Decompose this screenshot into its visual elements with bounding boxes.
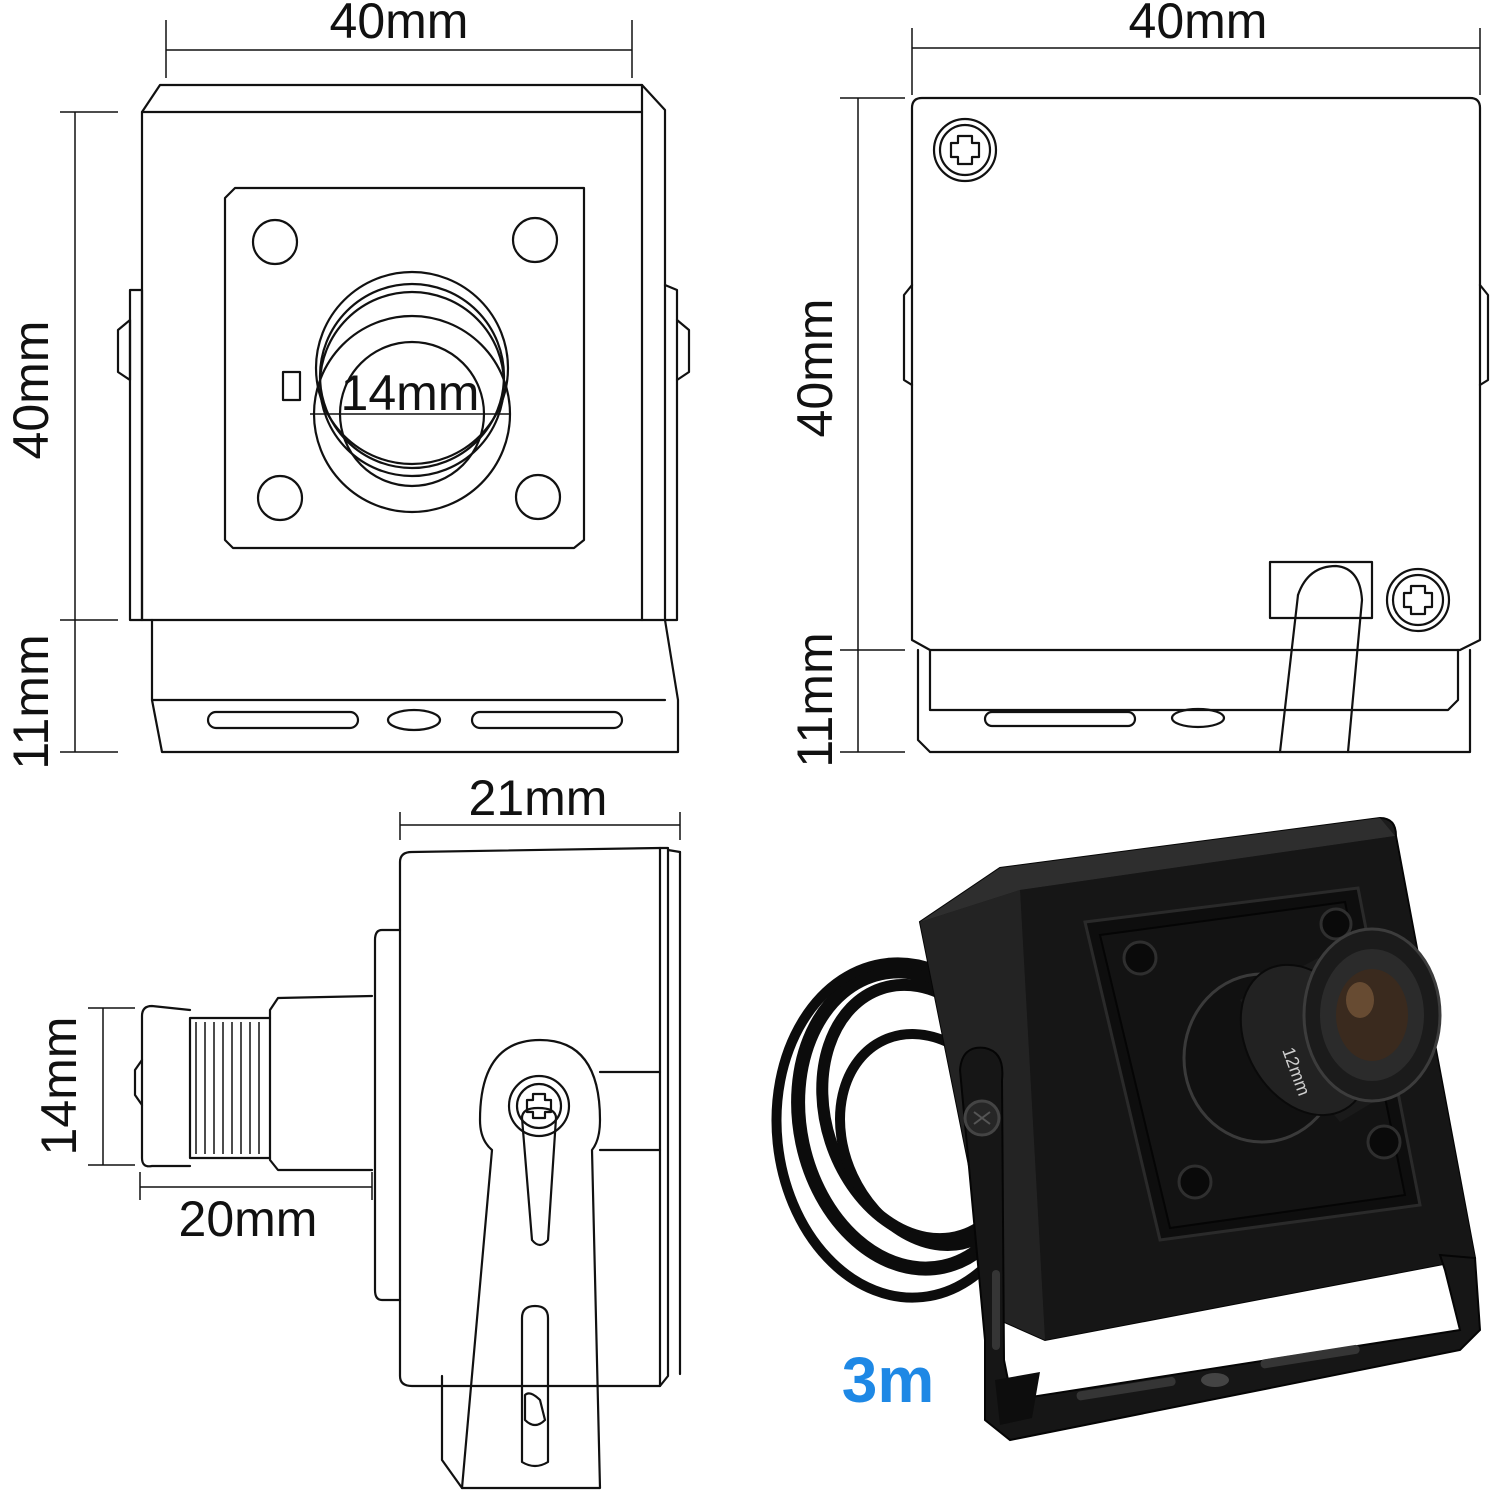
side-depth-dimension: 21mm [399,770,681,840]
front-width-dimension: 40mm [165,0,633,78]
plate-hole-icon [251,218,299,266]
side-camera-body [133,846,682,1490]
plate-hole-icon [511,216,559,264]
back-bracket-label: 11mm [787,632,843,767]
lens-photo: 12mm [1182,927,1442,1144]
cable-length-label: 3m [842,1344,935,1416]
front-bracket-label: 11mm [3,634,59,769]
plate-hole-icon [1122,940,1158,976]
side-lens-diameter-dimension: 14mm [31,1007,135,1166]
front-camera-body [116,83,691,754]
back-width-label: 40mm [1129,0,1268,49]
bracket-photo [958,1046,1482,1442]
front-lens-label: 14mm [341,365,480,421]
camera-body-photo: 12mm [918,816,1482,1442]
side-lens-length-dimension: 20mm [139,1172,373,1247]
screw-icon [1385,567,1451,633]
plate-hole-icon [256,474,304,522]
screw-icon [507,1074,571,1138]
front-lens-plate [223,186,586,550]
side-lens-diameter-label: 14mm [31,1017,87,1156]
plate-hole-icon [1366,1124,1402,1160]
front-lens: 14mm [281,270,512,514]
cable-exit [1268,560,1374,754]
back-camera-body [902,96,1490,754]
back-height-label: 40mm [787,299,843,438]
back-height-dimension: 40mm 11mm [787,97,905,768]
side-view: 21mm 14mm 20mm [31,770,682,1490]
front-view: 40mm 40mm 11mm [3,0,691,770]
front-width-label: 40mm [330,0,469,49]
back-view: 40mm 40mm 11mm [787,0,1490,768]
back-width-dimension: 40mm [911,0,1481,95]
front-height-dimension: 40mm 11mm [3,111,118,770]
product-photo: 12mm 3m [771,816,1482,1442]
screw-icon [932,117,998,183]
front-height-label: 40mm [3,321,59,460]
plate-hole-icon [1177,1164,1213,1200]
side-depth-label: 21mm [469,770,608,826]
plate-hole-icon [1319,907,1353,941]
plate-hole-icon [514,473,562,521]
side-lens-length-label: 20mm [179,1191,318,1247]
